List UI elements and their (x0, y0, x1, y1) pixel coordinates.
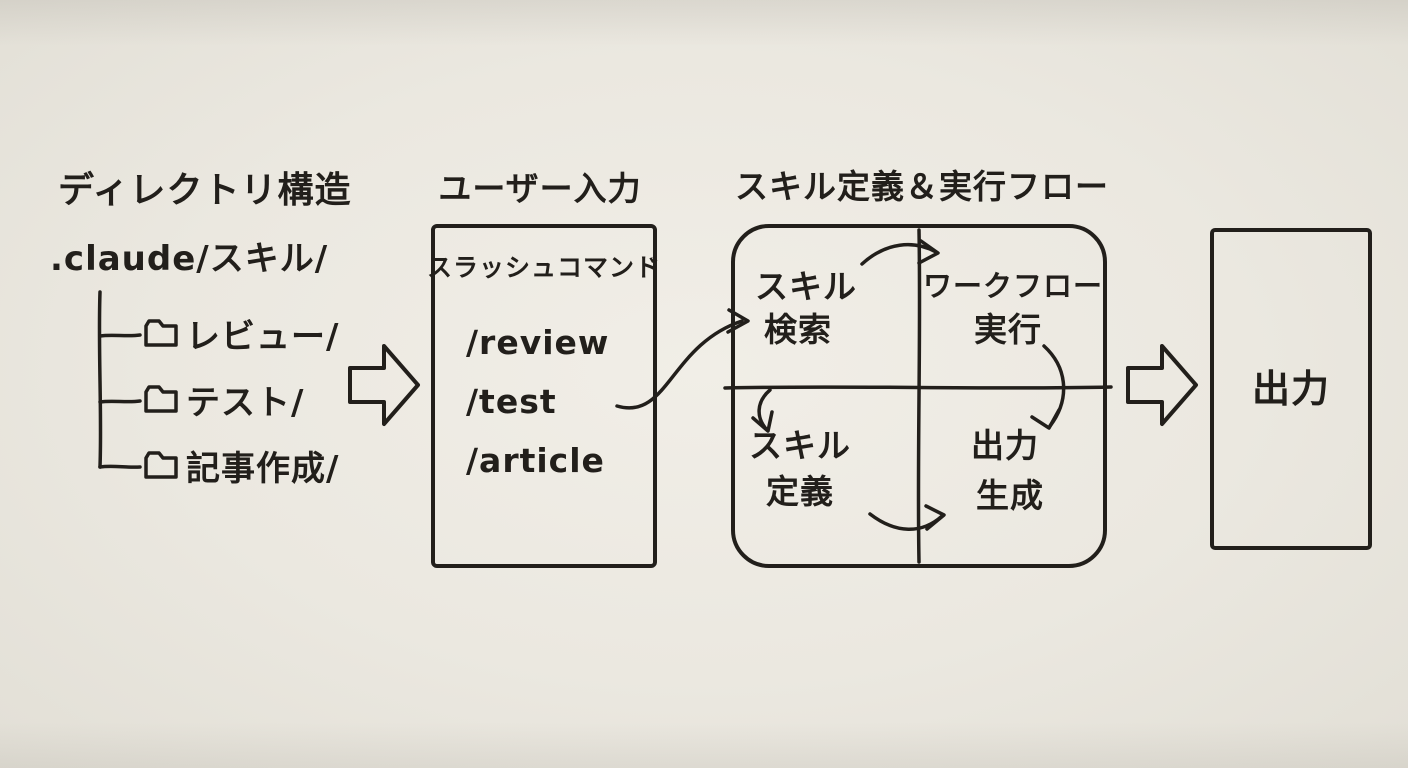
tree-trunk-line (97, 290, 103, 469)
command-test: /test (466, 382, 557, 421)
quadrant-skill-define-line1: スキル (749, 426, 851, 465)
folder-label-article: 記事作成/ (186, 449, 339, 489)
skill-flow-box (731, 224, 1107, 568)
flow-block-arrow-1 (348, 344, 420, 426)
user-input-title: ユーザー入力 (438, 169, 641, 208)
quadrant-workflow-run-line1: ワークフロー (923, 269, 1103, 303)
slash-command-label: スラッシュコマンド (427, 253, 661, 282)
tree-branch-line-2 (98, 399, 142, 404)
directory-root: .claude/スキル/ (50, 239, 328, 279)
tree-branch-line-3 (98, 464, 142, 469)
connector-curve-arrow (615, 319, 744, 410)
quadrant-skill-search-line2: 検索 (764, 310, 832, 349)
cycle-arrow-bottom-head (924, 504, 946, 531)
quadrant-skill-define-line2: 定義 (766, 472, 834, 511)
output-label: 出力 (1252, 367, 1330, 411)
quadrant-workflow-run-line2: 実行 (974, 310, 1042, 349)
command-article: /article (466, 441, 605, 480)
folder-label-review: レビュー/ (186, 317, 339, 357)
quadrant-output-gen-line1: 出力 (971, 426, 1039, 465)
folder-label-test: テスト/ (186, 383, 304, 423)
quadrant-divider-horizontal (723, 385, 1113, 390)
quadrant-output-gen-line2: 生成 (976, 476, 1044, 515)
skill-flow-title: スキル定義＆実行フロー (735, 167, 1109, 206)
cycle-arrow-right-head (1030, 408, 1061, 430)
command-review: /review (466, 323, 609, 362)
folder-icon (144, 385, 178, 413)
tree-branch-line-1 (98, 333, 142, 338)
quadrant-skill-search-line1: スキル (755, 267, 857, 306)
cycle-arrow-left-head (751, 410, 774, 433)
quadrant-divider-vertical (916, 228, 922, 564)
directory-title: ディレクトリ構造 (58, 169, 351, 211)
folder-icon (144, 319, 178, 347)
output-box (1210, 228, 1372, 550)
flow-block-arrow-2 (1126, 344, 1198, 426)
folder-icon (144, 451, 178, 479)
cycle-arrow-top-head (917, 239, 940, 265)
